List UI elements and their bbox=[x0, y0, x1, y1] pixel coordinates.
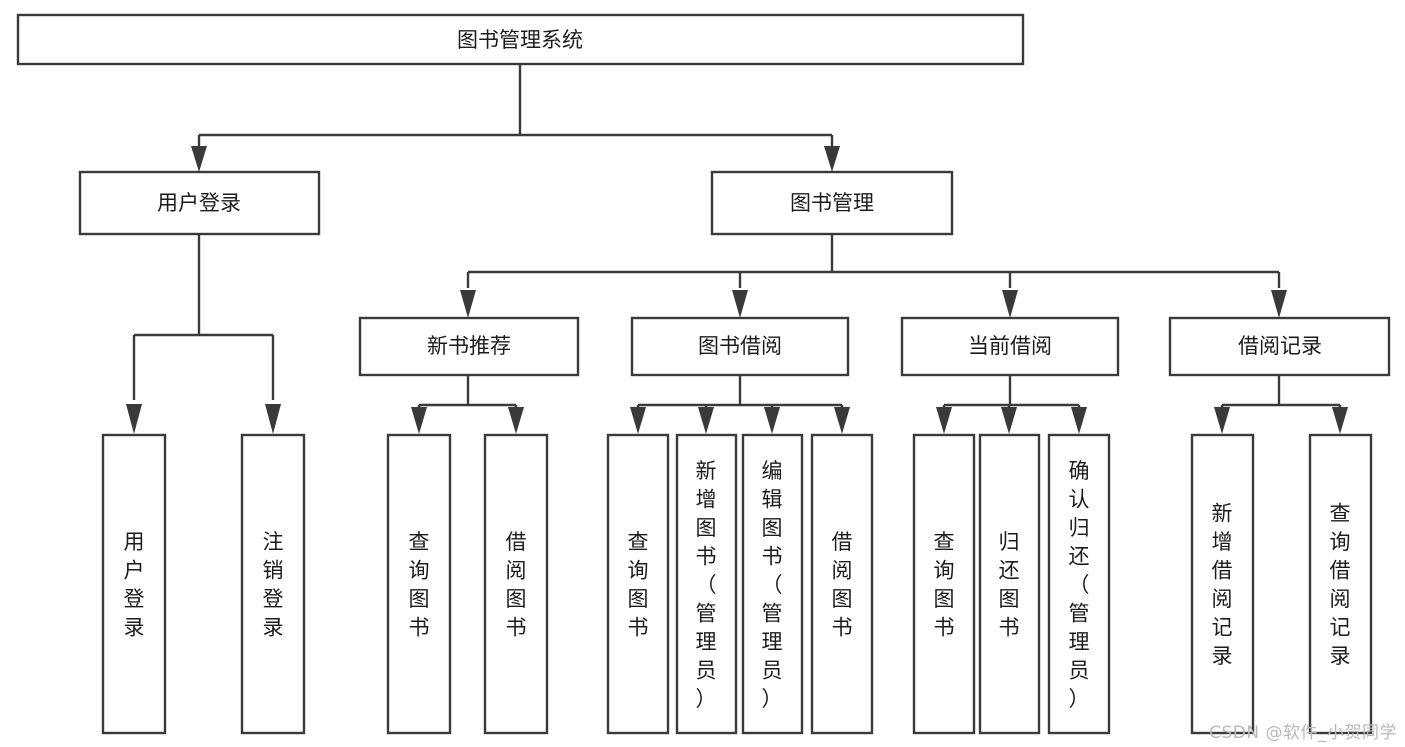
node-book-management-box[interactable] bbox=[710, 170, 954, 236]
connector-group-current-borrow bbox=[936, 375, 1087, 434]
arrow-head-ul-leaf-2 bbox=[265, 404, 281, 434]
leaf-new-book-1[interactable] bbox=[386, 433, 452, 735]
leaf-current-borrow-2-box[interactable] bbox=[978, 433, 1041, 735]
leaf-new-book-1-label: 查询图书 bbox=[409, 530, 430, 640]
leaf-book-borrow-4[interactable] bbox=[810, 433, 874, 735]
node-current-borrow-box[interactable] bbox=[900, 316, 1120, 377]
leaf-borrow-record-2[interactable] bbox=[1308, 433, 1373, 735]
leaf-borrow-record-2-label: 查询借阅记录 bbox=[1330, 502, 1351, 669]
arrow-head-cb-leaf-2 bbox=[1001, 407, 1017, 434]
connector-group-new-book bbox=[411, 375, 524, 434]
leaf-book-borrow-2[interactable] bbox=[675, 433, 738, 735]
node-root[interactable]: 图书管理系统 bbox=[16, 13, 1025, 66]
node-borrow-record-box[interactable] bbox=[1168, 316, 1391, 377]
node-user-login[interactable]: 用户登录 bbox=[78, 170, 321, 236]
leaf-book-borrow-2-box[interactable] bbox=[675, 433, 738, 735]
connector-group-borrow-record bbox=[1214, 375, 1348, 434]
leaf-new-book-2-box[interactable] bbox=[483, 433, 549, 735]
arrow-head-user-login bbox=[191, 146, 207, 172]
leaf-book-borrow-4-label: 借阅图书 bbox=[832, 530, 853, 640]
leaf-current-borrow-3-box[interactable] bbox=[1047, 433, 1111, 735]
arrow-head-level3-2 bbox=[732, 290, 748, 318]
node-current-borrow-label: 当前借阅 bbox=[968, 334, 1052, 358]
node-new-book-recommend-label: 新书推荐 bbox=[427, 334, 511, 358]
leaf-borrow-record-1[interactable] bbox=[1190, 433, 1255, 735]
leaf-new-book-2[interactable] bbox=[483, 433, 549, 735]
leaf-book-borrow-1-box[interactable] bbox=[606, 433, 670, 735]
arrow-head-level3-1 bbox=[460, 290, 476, 318]
leaf-borrow-record-1-box[interactable] bbox=[1190, 433, 1255, 735]
node-borrow-record[interactable]: 借阅记录 bbox=[1168, 316, 1391, 377]
node-current-borrow[interactable]: 当前借阅 bbox=[900, 316, 1120, 377]
node-root-box[interactable] bbox=[16, 13, 1025, 66]
leaf-label-layer: 用户登录 注销登录 查询图书 借阅图书 查询图书 新增图书（管理员） 编辑图书（… bbox=[124, 459, 1351, 711]
leaf-new-book-2-label: 借阅图书 bbox=[506, 530, 527, 640]
connector-group-root bbox=[191, 64, 840, 172]
arrow-head-br-leaf-2 bbox=[1332, 407, 1348, 434]
leaf-user-login-1[interactable] bbox=[101, 433, 167, 735]
node-new-book-recommend[interactable]: 新书推荐 bbox=[358, 316, 580, 377]
arrow-head-br-leaf-1 bbox=[1214, 407, 1230, 434]
arrow-head-level3-4 bbox=[1271, 290, 1287, 318]
arrow-head-bb-leaf-2 bbox=[698, 407, 714, 434]
leaf-book-borrow-3-label: 编辑图书（管理员） bbox=[762, 459, 783, 711]
leaf-user-login-1-label: 用户登录 bbox=[124, 530, 145, 640]
leaf-book-borrow-1[interactable] bbox=[606, 433, 670, 735]
arrow-head-nb-leaf-2 bbox=[508, 407, 524, 434]
leaf-borrow-record-1-label: 新增借阅记录 bbox=[1212, 502, 1233, 669]
leaf-user-login-2[interactable] bbox=[240, 433, 306, 735]
leaf-current-borrow-1-box[interactable] bbox=[912, 433, 976, 735]
leaf-user-login-2-box[interactable] bbox=[240, 433, 306, 735]
leaf-book-borrow-2-label: 新增图书（管理员） bbox=[696, 459, 717, 711]
leaf-user-login-2-label: 注销登录 bbox=[263, 530, 284, 640]
node-book-management[interactable]: 图书管理 bbox=[710, 170, 954, 236]
node-borrow-record-label: 借阅记录 bbox=[1238, 334, 1322, 358]
leaf-current-borrow-1-label: 查询图书 bbox=[934, 530, 955, 640]
node-root-label: 图书管理系统 bbox=[457, 28, 583, 52]
arrow-head-cb-leaf-3 bbox=[1071, 407, 1087, 434]
leaf-user-login-1-box[interactable] bbox=[101, 433, 167, 735]
node-book-borrow[interactable]: 图书借阅 bbox=[630, 316, 850, 377]
node-user-login-label: 用户登录 bbox=[157, 191, 241, 215]
arrow-head-bb-leaf-3 bbox=[764, 407, 780, 434]
connector-group-book-borrow bbox=[630, 375, 850, 434]
node-book-management-label: 图书管理 bbox=[790, 191, 874, 215]
leaf-current-borrow-3-label: 确认归还（管理员） bbox=[1069, 459, 1090, 711]
csdn-watermark: CSDN @软件_小贺同学 bbox=[1209, 723, 1397, 743]
leaf-book-borrow-1-label: 查询图书 bbox=[628, 530, 649, 640]
leaf-new-book-1-box[interactable] bbox=[386, 433, 452, 735]
arrow-head-bb-leaf-1 bbox=[630, 407, 646, 434]
connector-group-user-login bbox=[126, 234, 281, 434]
node-book-borrow-label: 图书借阅 bbox=[698, 334, 782, 358]
leaf-current-borrow-3[interactable] bbox=[1047, 433, 1111, 735]
leaf-book-borrow-3[interactable] bbox=[741, 433, 804, 735]
node-book-borrow-box[interactable] bbox=[630, 316, 850, 377]
arrow-head-nb-leaf-1 bbox=[411, 407, 427, 434]
connector-group-book-mgmt bbox=[460, 234, 1287, 318]
leaf-book-borrow-4-box[interactable] bbox=[810, 433, 874, 735]
leaf-current-borrow-2-label: 归还图书 bbox=[999, 530, 1020, 640]
arrow-head-bb-leaf-4 bbox=[834, 407, 850, 434]
leaf-book-borrow-3-box[interactable] bbox=[741, 433, 804, 735]
node-new-book-recommend-box[interactable] bbox=[358, 316, 580, 377]
leaf-current-borrow-1[interactable] bbox=[912, 433, 976, 735]
node-user-login-box[interactable] bbox=[78, 170, 321, 236]
leaf-current-borrow-2[interactable] bbox=[978, 433, 1041, 735]
arrow-head-cb-leaf-1 bbox=[936, 407, 952, 434]
arrow-head-level3-3 bbox=[1002, 290, 1018, 318]
leaf-borrow-record-2-box[interactable] bbox=[1308, 433, 1373, 735]
arrow-head-book-mgmt bbox=[824, 146, 840, 172]
arrow-head-ul-leaf-1 bbox=[126, 404, 142, 434]
